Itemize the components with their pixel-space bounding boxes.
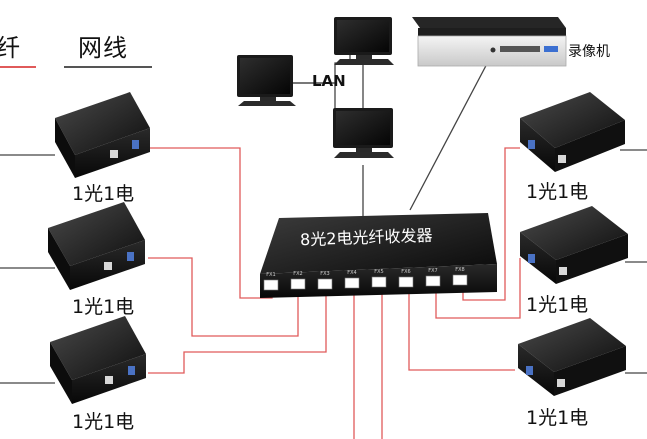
cable-lines: [0, 43, 647, 384]
converter-left-1: [55, 92, 150, 178]
converter-left-2: [48, 202, 145, 290]
lan-computers: [237, 17, 394, 158]
converter-label-right-3: 1光1电: [526, 407, 589, 429]
switch-port-label: FX6: [401, 269, 410, 275]
converter-label-left-3: 1光1电: [72, 411, 135, 433]
converter-label-left-2: 1光1电: [72, 296, 135, 318]
fiber-fx8: [462, 147, 520, 301]
legend-fiber-label: 纤: [0, 34, 21, 62]
switch-port-label: FX8: [455, 267, 464, 273]
switch-port-label: FX7: [428, 268, 437, 274]
nvr-label: 录像机: [568, 44, 610, 60]
switch-port-label: FX2: [293, 271, 302, 277]
converter-label-right-2: 1光1电: [526, 294, 589, 316]
right-converters: [518, 92, 628, 396]
converter-label-right-1: 1光1电: [526, 181, 589, 203]
main-switch: [260, 213, 497, 298]
left-converters: [48, 92, 150, 404]
converter-right-1: [520, 92, 625, 172]
switch-port-label: FX4: [347, 270, 356, 276]
nvr-device: [412, 17, 567, 67]
switch-port-label: FX5: [374, 269, 383, 275]
lan-label: LAN: [312, 72, 346, 90]
fiber-fx7: [435, 258, 521, 319]
legend-cable-label: 网线: [78, 34, 128, 62]
switch-port-label: FX3: [320, 271, 329, 277]
converter-label-left-1: 1光1电: [72, 183, 135, 205]
converter-right-3: [518, 318, 626, 396]
converter-left-3: [50, 316, 146, 404]
switch-label: 8光2电光纤收发器: [299, 225, 433, 250]
switch-port-label: FX1: [266, 272, 275, 278]
cable-nvr-switch: [409, 57, 491, 211]
converter-right-2: [520, 206, 628, 284]
fiber-fx1: [148, 147, 273, 299]
fiber-fx3: [148, 283, 327, 374]
computer-1: [237, 55, 296, 106]
computer-2: [334, 17, 394, 65]
computer-3: [333, 108, 394, 158]
fiber-fx2: [148, 257, 299, 337]
fiber-fx6: [408, 283, 515, 371]
